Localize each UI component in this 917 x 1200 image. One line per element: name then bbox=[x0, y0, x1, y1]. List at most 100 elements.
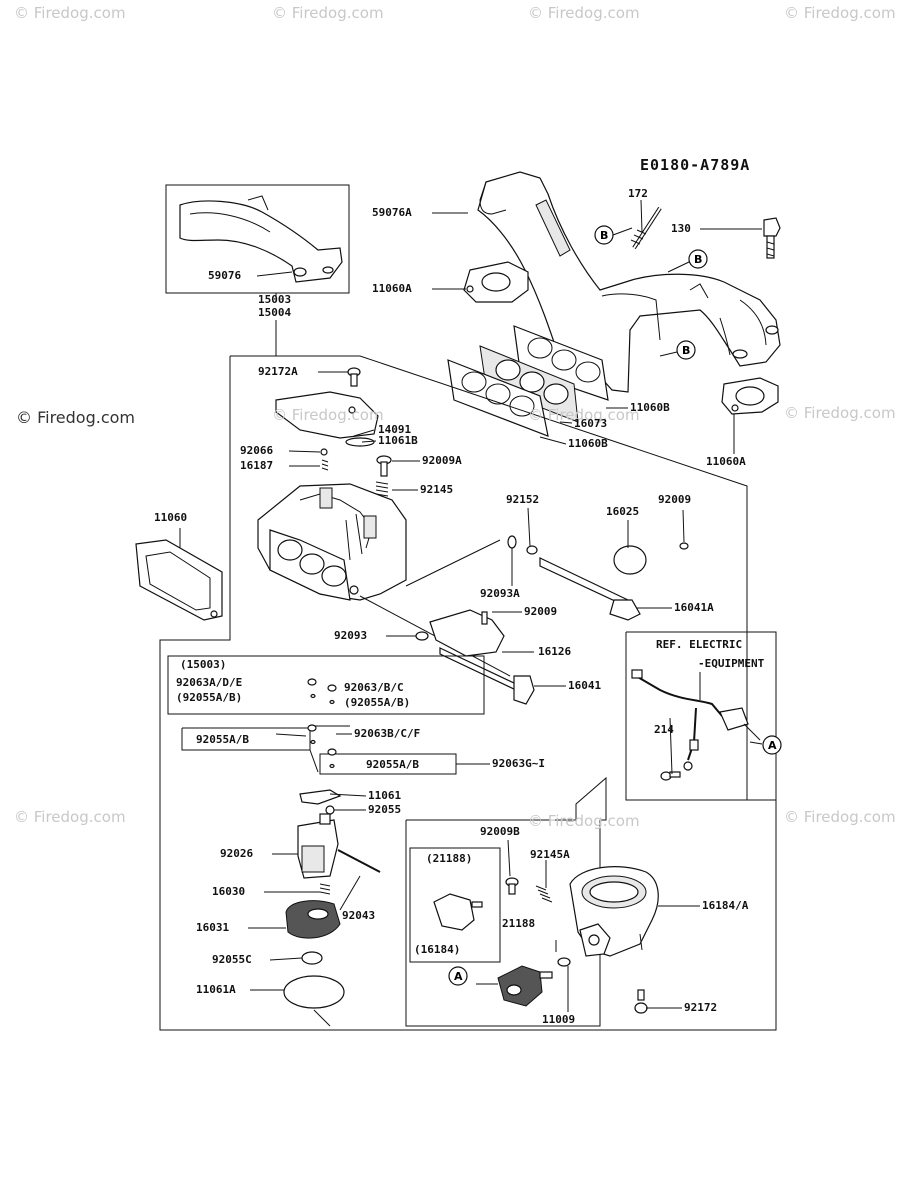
watermark: © Firedog.com bbox=[784, 808, 896, 826]
ref-circle-a2: A bbox=[448, 966, 468, 986]
part-label: 14091 bbox=[378, 423, 412, 436]
screw-92063BCF-part bbox=[307, 724, 337, 769]
screw-92172A-part bbox=[347, 367, 361, 387]
part-label: 16187 bbox=[240, 459, 274, 472]
part-label: 92043 bbox=[342, 909, 376, 922]
oring-11009-part bbox=[557, 957, 571, 967]
main-group-outline bbox=[159, 355, 777, 1031]
part-label: 92145A bbox=[530, 848, 570, 861]
part-label: 92172A bbox=[258, 365, 298, 378]
stud-172-part bbox=[630, 206, 662, 250]
part-label: 92009A bbox=[422, 454, 462, 467]
part-label: (16184) bbox=[414, 943, 461, 956]
washer-92066-part bbox=[320, 448, 328, 456]
part-label: 11060B bbox=[630, 401, 670, 414]
rod-92043-part bbox=[337, 849, 381, 873]
part-label: (21188) bbox=[426, 852, 473, 865]
sensor-21188-inset-part bbox=[433, 893, 483, 931]
watermark: © Firedog.com bbox=[14, 4, 126, 22]
part-label: 92009 bbox=[658, 493, 692, 506]
part-label: 11009 bbox=[542, 1013, 576, 1026]
part-label: 92145 bbox=[420, 483, 454, 496]
spring-16030-part bbox=[319, 883, 331, 895]
part-label: 16030 bbox=[212, 885, 246, 898]
part-label: 92009 bbox=[524, 605, 558, 618]
part-label: 92009B bbox=[480, 825, 520, 838]
part-label: (92055A/B) bbox=[176, 691, 243, 704]
plate-14091-part bbox=[275, 391, 379, 439]
part-label: 16126 bbox=[538, 645, 572, 658]
electric-ref-box bbox=[625, 631, 777, 801]
part-label: 92172 bbox=[684, 1001, 718, 1014]
part-label: 16025 bbox=[606, 505, 640, 518]
ref-circle-b2-label: B bbox=[694, 253, 702, 266]
part-label: 92093 bbox=[334, 629, 368, 642]
part-label: 92152 bbox=[506, 493, 540, 506]
part-label: 59076 bbox=[208, 269, 242, 282]
watermark: © Firedog.com bbox=[784, 4, 896, 22]
shaft-16041-part bbox=[439, 647, 535, 705]
watermark: © Firedog.com bbox=[14, 808, 126, 826]
valve-16025-part bbox=[613, 545, 647, 575]
part-label: 92063G~I bbox=[492, 757, 545, 770]
screw-92009B-part bbox=[505, 877, 519, 895]
wire-harness-part bbox=[631, 669, 761, 771]
watermark: © Firedog.com bbox=[528, 812, 640, 830]
gasket-11061A-part bbox=[283, 975, 345, 1009]
magnet-16031-part bbox=[285, 900, 341, 939]
ref-circle-a2-label: A bbox=[454, 970, 463, 983]
throttle-body-part bbox=[257, 483, 407, 601]
screw-92063ADE-part bbox=[307, 678, 337, 705]
ref-circle-a1: A bbox=[762, 735, 782, 755]
gasket-11060-part bbox=[135, 539, 223, 621]
part-label: 16041A bbox=[674, 601, 714, 614]
sensor-group-box bbox=[405, 776, 607, 1027]
watermark: © Firedog.com bbox=[784, 404, 896, 422]
part-label: 92055A/B bbox=[366, 758, 419, 771]
part-label: 15003 bbox=[258, 293, 292, 306]
part-label: 11061A bbox=[196, 983, 236, 996]
ref-circle-b1-label: B bbox=[600, 229, 608, 242]
oring-92055-part bbox=[325, 805, 335, 815]
throttle-body-16184-part bbox=[569, 866, 659, 957]
spacer-16073 bbox=[479, 345, 579, 423]
gasket-11060A-right bbox=[721, 377, 779, 415]
ref-circle-b3: B bbox=[659, 340, 696, 360]
part-label: 11061B bbox=[378, 434, 418, 447]
part-label: 21188 bbox=[502, 917, 536, 930]
sensor-inset-box bbox=[409, 847, 501, 963]
plate-16126-part bbox=[415, 609, 505, 657]
part-label: 15004 bbox=[258, 306, 292, 319]
intake-manifold-part bbox=[477, 171, 781, 393]
part-label: 16073 bbox=[574, 417, 608, 430]
part-label: 92063/B/C bbox=[344, 681, 404, 694]
ref-circle-b1: B bbox=[594, 225, 633, 245]
duct-59076-part bbox=[179, 195, 343, 283]
part-label: REF. ELECTRIC bbox=[656, 638, 743, 651]
part-label: 16031 bbox=[196, 921, 230, 934]
screw-92009-top-part bbox=[679, 542, 689, 550]
watermark: © Firedog.com bbox=[16, 408, 135, 427]
inset-box-59076 bbox=[165, 184, 350, 294]
watermark: © Firedog.com bbox=[528, 4, 640, 22]
part-label: 214 bbox=[654, 723, 674, 736]
part-label: 11060 bbox=[154, 511, 188, 524]
part-label: 11061 bbox=[368, 789, 402, 802]
part-label: 92055 bbox=[368, 803, 402, 816]
part-label: 92063A/D/E bbox=[176, 676, 243, 689]
gasket-11061B-part bbox=[345, 437, 375, 447]
part-label: 11060A bbox=[372, 282, 412, 295]
ref-circle-b3-label: B bbox=[682, 344, 690, 357]
shaft-16041A-part bbox=[507, 535, 641, 621]
ref-circle-a1-label: A bbox=[768, 739, 777, 752]
part-label: 92026 bbox=[220, 847, 254, 860]
leader-lines bbox=[179, 199, 763, 1012]
bolt-130-part bbox=[763, 217, 781, 259]
spring-16187-part bbox=[321, 459, 329, 471]
gasket-11061-part bbox=[299, 789, 342, 805]
part-label: -EQUIPMENT bbox=[698, 657, 765, 670]
watermark: © Firedog.com bbox=[528, 406, 640, 424]
gasket-11060A-top bbox=[463, 261, 529, 303]
